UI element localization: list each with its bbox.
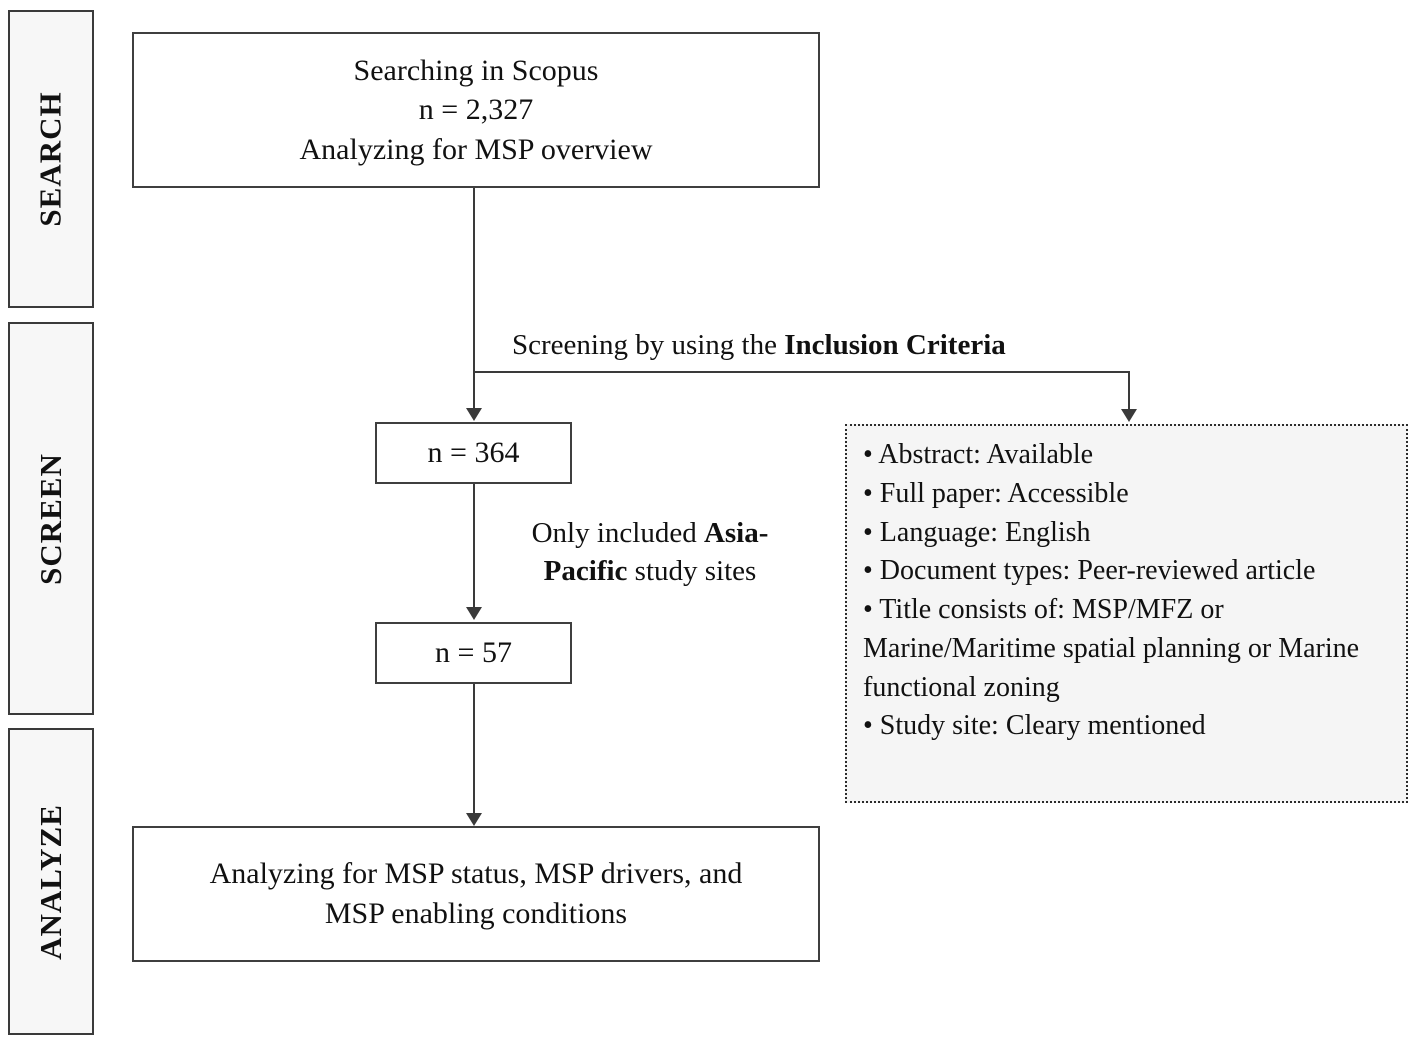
inclusion-criteria-list: • Abstract: Available • Full paper: Acce… — [863, 436, 1392, 746]
search-box: Searching in Scopus n = 2,327 Analyzing … — [132, 32, 820, 188]
stage-box-screen: SCREEN — [8, 322, 94, 715]
criteria-item: • Document types: Peer-reviewed article — [863, 555, 1316, 587]
criteria-item: • Language: English — [863, 516, 1091, 548]
stage-label-search: SEARCH — [33, 91, 69, 227]
connector-included-to-analyze — [473, 684, 475, 814]
connector-branch-vertical — [1128, 371, 1130, 411]
analyze-box-line1: Analyzing for MSP status, MSP drivers, a… — [209, 857, 743, 891]
arrowhead-branch-to-criteria — [1121, 409, 1137, 422]
search-box-line1: Searching in Scopus — [353, 53, 599, 87]
included-count-box: n = 57 — [375, 622, 572, 684]
edge-caption-asia-pacific: Only included Asia-Pacific study sites — [515, 515, 785, 590]
criteria-item: • Full paper: Accessible — [863, 477, 1129, 509]
criteria-item: • Abstract: Available — [863, 439, 1094, 470]
analyze-box-line2: MSP enabling conditions — [324, 897, 628, 930]
edge-caption-asia-pacific-bold: Asia-Pacific — [543, 517, 769, 587]
edge-caption-asia-pacific-before: Only included — [531, 517, 704, 549]
stage-box-analyze: ANALYZE — [8, 728, 94, 1035]
search-box-line3: Analyzing for MSP overview — [299, 132, 653, 166]
arrowhead-search-to-screened — [466, 408, 482, 421]
stage-label-analyze: ANALYZE — [33, 803, 69, 960]
edge-caption-asia-pacific-after: study sites — [627, 554, 757, 587]
connector-branch-horizontal — [473, 371, 1130, 373]
search-box-line2: n = 2,327 — [418, 93, 534, 127]
included-count-text: n = 57 — [435, 636, 512, 670]
arrowhead-screened-to-included — [466, 607, 482, 620]
screened-count-text: n = 364 — [427, 436, 520, 470]
analyze-box-text: Analyzing for MSP status, MSP drivers, a… — [200, 854, 753, 933]
stage-box-search: SEARCH — [8, 10, 94, 308]
screened-count-box: n = 364 — [375, 422, 572, 484]
criteria-item: • Title consists of: MSP/MFZ or Marine/M… — [863, 594, 1360, 703]
criteria-item: • Study site: Cleary mentioned — [863, 710, 1206, 742]
edge-caption-screening: Screening by using the Inclusion Criteri… — [512, 327, 1006, 365]
analyze-box: Analyzing for MSP status, MSP drivers, a… — [132, 826, 820, 962]
inclusion-criteria-box: • Abstract: Available • Full paper: Acce… — [845, 424, 1408, 803]
connector-search-to-screened — [473, 188, 475, 409]
arrowhead-included-to-analyze — [466, 813, 482, 826]
edge-caption-screening-plain: Screening by using the — [512, 329, 785, 361]
search-box-text: Searching in Scopus n = 2,327 Analyzing … — [290, 51, 663, 170]
stage-label-screen: SCREEN — [33, 452, 69, 585]
edge-caption-screening-bold: Inclusion Criteria — [784, 329, 1006, 361]
connector-screened-to-included — [473, 484, 475, 608]
